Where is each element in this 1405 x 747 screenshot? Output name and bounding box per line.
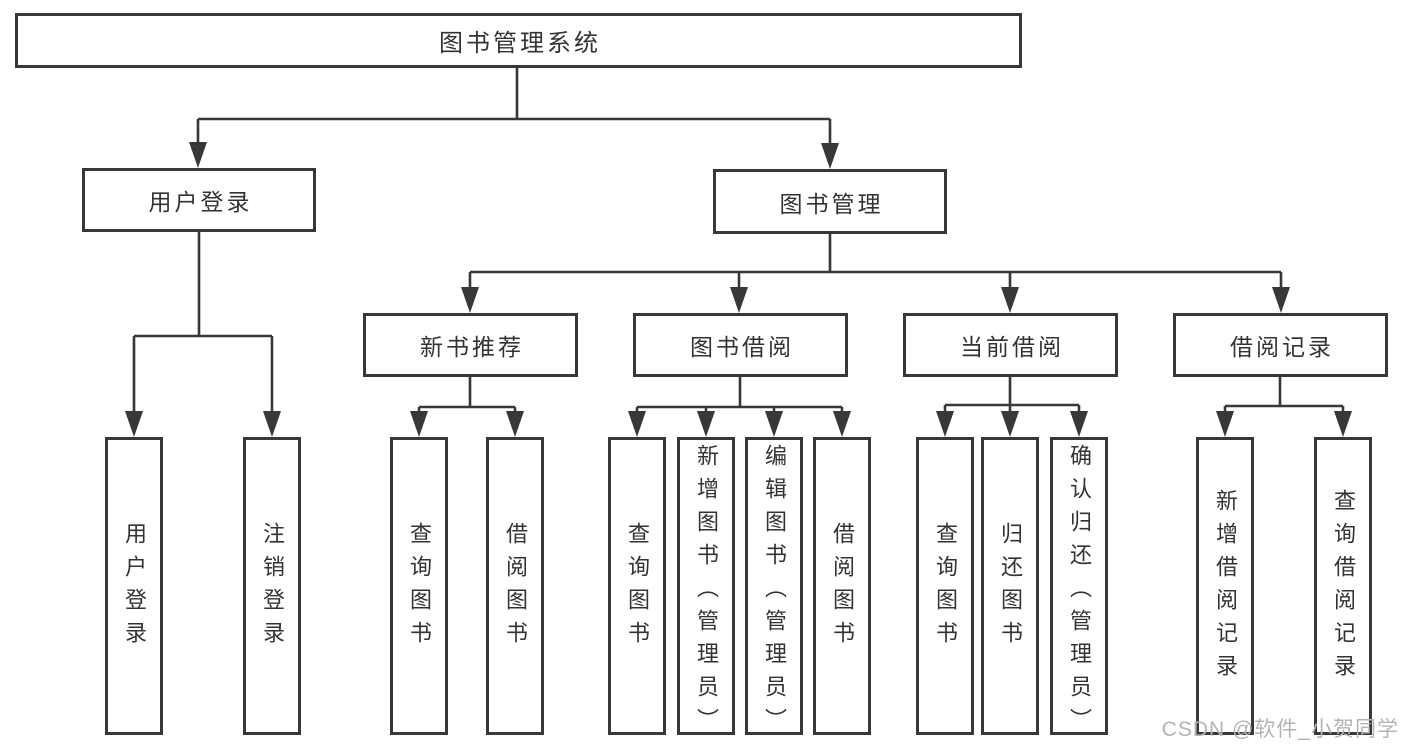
leaf-query-borrow-record: 查询借阅记录 xyxy=(1314,437,1372,735)
leaf-confirm-return-admin: 确认归还（管理员） xyxy=(1050,437,1108,741)
leaf-return-books: 归还图书 xyxy=(981,437,1039,735)
leaf-query-books-current: 查询图书 xyxy=(916,437,974,735)
leaf-add-borrow-record: 新增借阅记录 xyxy=(1196,437,1254,735)
node-current-borrow: 当前借阅 xyxy=(903,313,1118,377)
node-library-system: 图书管理系统 xyxy=(15,13,1022,68)
connector-paths xyxy=(132,68,1345,415)
node-new-book-recommend: 新书推荐 xyxy=(363,313,578,377)
node-user-login: 用户登录 xyxy=(82,168,316,232)
leaf-query-books-recommend: 查询图书 xyxy=(390,437,448,735)
leaf-edit-books-admin: 编辑图书（管理员） xyxy=(745,437,803,741)
leaf-logout: 注销登录 xyxy=(243,437,301,735)
node-book-management: 图书管理 xyxy=(713,169,947,234)
leaf-user-login: 用户登录 xyxy=(105,437,163,735)
csdn-watermark: CSDN @软件_小贺同学 xyxy=(1161,718,1399,741)
node-book-borrow: 图书借阅 xyxy=(633,313,848,377)
leaf-borrow-books: 借阅图书 xyxy=(813,437,871,735)
leaf-query-books-borrow: 查询图书 xyxy=(608,437,666,735)
arrowheads xyxy=(125,142,1352,437)
node-borrow-record: 借阅记录 xyxy=(1173,313,1388,377)
leaf-add-books-admin: 新增图书（管理员） xyxy=(677,437,735,741)
leaf-borrow-books-recommend: 借阅图书 xyxy=(486,437,544,735)
